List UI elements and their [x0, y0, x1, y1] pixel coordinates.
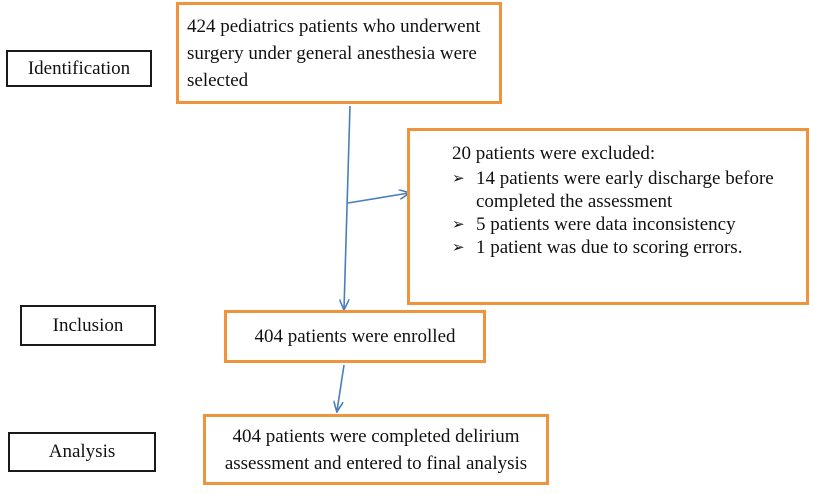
exclusion-list: ➢ 14 patients were early discharge befor…	[452, 167, 798, 259]
final-analysis-text: 404 patients were completed delirium ass…	[224, 425, 528, 474]
exclusion-item: ➢ 1 patient was due to scoring errors.	[452, 236, 798, 259]
arrow-bullet-icon: ➢	[452, 169, 465, 187]
exclusion-item-text: 1 patient was due to scoring errors.	[476, 237, 743, 258]
excluded-title: 20 patients were excluded:	[452, 143, 656, 164]
arrow-bullet-icon: ➢	[452, 238, 465, 256]
exclusion-item: ➢ 5 patients were data inconsistency	[452, 213, 798, 236]
exclusion-item: ➢ 14 patients were early discharge befor…	[452, 167, 798, 213]
exclusion-item-text: 14 patients were early discharge before …	[476, 168, 774, 212]
enrolled-patients-text: 404 patients were enrolled	[254, 326, 456, 347]
stage-identification-label: Identification	[27, 57, 131, 79]
exclusion-item-text: 5 patients were data inconsistency	[476, 214, 736, 235]
excluded-patients-box: 20 patients were excluded: ➢ 14 patients…	[407, 128, 809, 305]
arrow-enrolled-to-final	[337, 364, 345, 411]
arrow-selected-to-enrolled	[344, 105, 351, 309]
stage-identification: Identification	[6, 50, 152, 87]
stage-inclusion: Inclusion	[20, 305, 156, 346]
stage-analysis-label: Analysis	[48, 441, 116, 462]
final-analysis-box: 404 patients were completed delirium ass…	[203, 414, 549, 485]
stage-inclusion-label: Inclusion	[52, 314, 124, 336]
selected-patients-text: 424 pediatrics patients who underwent su…	[187, 16, 481, 91]
arrow-to-excluded	[347, 193, 409, 204]
enrolled-patients-box: 404 patients were enrolled	[224, 310, 486, 363]
stage-analysis: Analysis	[8, 432, 156, 472]
selected-patients-box: 424 pediatrics patients who underwent su…	[176, 2, 502, 104]
arrow-bullet-icon: ➢	[452, 215, 465, 233]
